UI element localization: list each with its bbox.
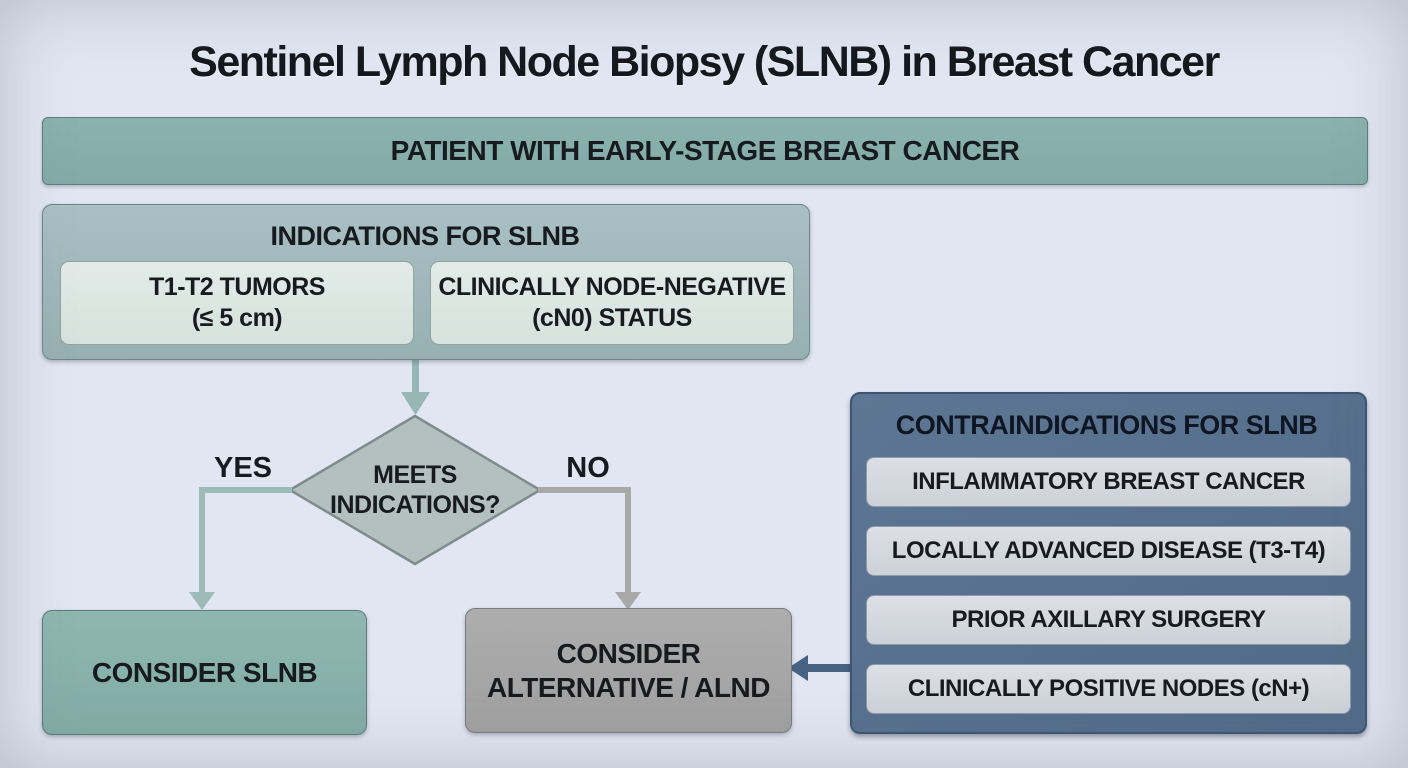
contraindication-item: LOCALLY ADVANCED DISEASE (T3-T4) (866, 526, 1351, 576)
contraindication-item: CLINICALLY POSITIVE NODES (cN+) (866, 664, 1351, 714)
no-label: NO (566, 451, 610, 484)
indications-title: INDICATIONS FOR SLNB (270, 220, 581, 251)
decision-line1: MEETS (373, 461, 457, 489)
decision-label: MEETS INDICATIONS? (290, 416, 540, 564)
indication-card-cn0: CLINICALLY NODE-NEGATIVE (cN0) STATUS (430, 261, 794, 345)
indication-line2: (cN0) STATUS (532, 304, 692, 332)
contraindications-title: CONTRAINDICATIONS FOR SLNB (895, 409, 1318, 440)
indication-line2: (≤ 5 cm) (191, 304, 283, 332)
contra-to-alnd-arrow (788, 655, 852, 681)
patient-banner: PATIENT WITH EARLY-STAGE BREAST CANCER (42, 117, 1368, 185)
arrow-indications-to-decision (401, 357, 430, 415)
contraindication-item: PRIOR AXILLARY SURGERY (866, 595, 1351, 645)
indication-line1: CLINICALLY NODE-NEGATIVE (438, 273, 786, 301)
alternative-line2: ALTERNATIVE / ALND (487, 671, 770, 703)
page-title: Sentinel Lymph Node Biopsy (SLNB) in Bre… (189, 37, 1220, 86)
consider-alternative-box: CONSIDER ALTERNATIVE / ALND (465, 608, 792, 733)
yes-branch-arrow (189, 487, 292, 610)
no-branch-arrow (538, 487, 641, 610)
yes-label: YES (213, 451, 273, 484)
indication-card-t1t2: T1-T2 TUMORS (≤ 5 cm) (60, 261, 414, 345)
consider-slnb-box: CONSIDER SLNB (42, 610, 367, 735)
indication-line1: T1-T2 TUMORS (149, 273, 325, 301)
decision-line2: INDICATIONS? (330, 491, 500, 519)
alternative-line1: CONSIDER (556, 637, 701, 669)
decision-diamond (288, 414, 542, 566)
contraindication-item: INFLAMMATORY BREAST CANCER (866, 457, 1351, 507)
